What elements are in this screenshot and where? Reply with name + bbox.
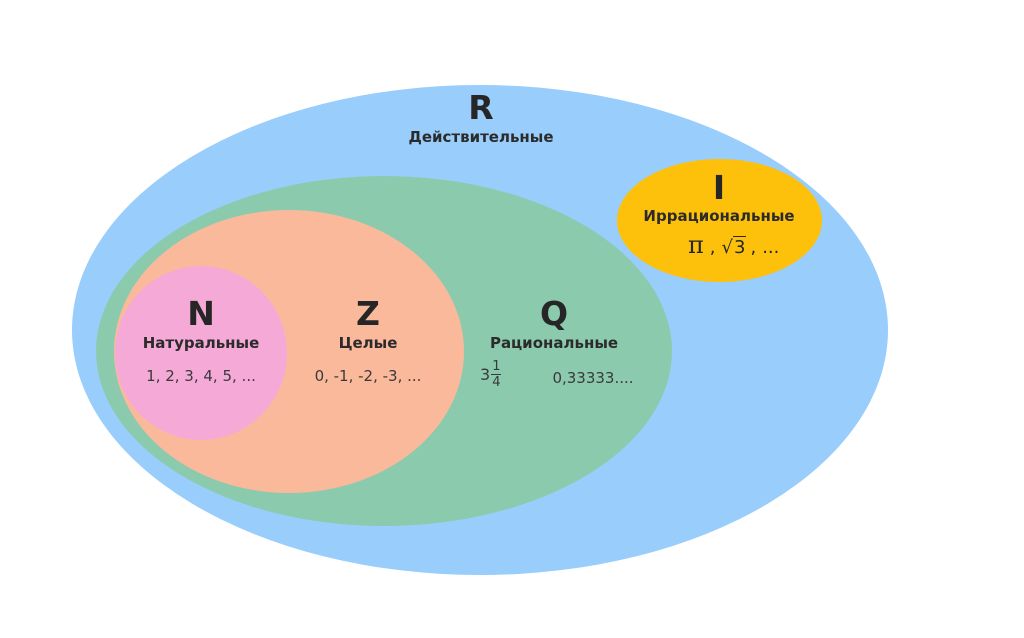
irrational-ellipsis: ...	[762, 237, 780, 258]
real-letter: R	[468, 88, 494, 127]
fraction-whole: 3	[480, 364, 491, 384]
fraction-denominator: 4	[492, 375, 501, 390]
irrational-name: Иррациональные	[643, 207, 795, 225]
rational-mixed-fraction: 3 1 4	[480, 359, 502, 390]
rational-letter: Q	[539, 294, 569, 333]
irrational-examples: π , √ 3 , ...	[688, 231, 780, 259]
rational-name: Рациональные	[489, 334, 619, 352]
natural-letter: N	[187, 294, 215, 333]
fraction-numerator: 1	[491, 359, 502, 375]
sqrt-argument: 3	[733, 236, 747, 258]
irrational-separator: ,	[750, 237, 757, 258]
integer-examples: 0, -1, -2, -3, ...	[314, 367, 422, 385]
real-name: Действительные	[408, 128, 554, 146]
rational-decimal-example: 0,33333....	[552, 369, 634, 387]
irrational-separator: ,	[709, 237, 716, 258]
irrational-numbers-set	[617, 159, 822, 282]
natural-name: Натуральные	[142, 334, 260, 352]
pi-symbol: π	[688, 231, 704, 259]
fraction: 1 4	[491, 359, 502, 390]
integer-letter: Z	[356, 294, 380, 333]
sqrt-symbol: √	[721, 237, 733, 258]
natural-examples: 1, 2, 3, 4, 5, ...	[146, 367, 256, 385]
integer-name: Целые	[338, 334, 398, 352]
natural-numbers-set	[115, 266, 287, 440]
irrational-letter: I	[712, 168, 726, 207]
